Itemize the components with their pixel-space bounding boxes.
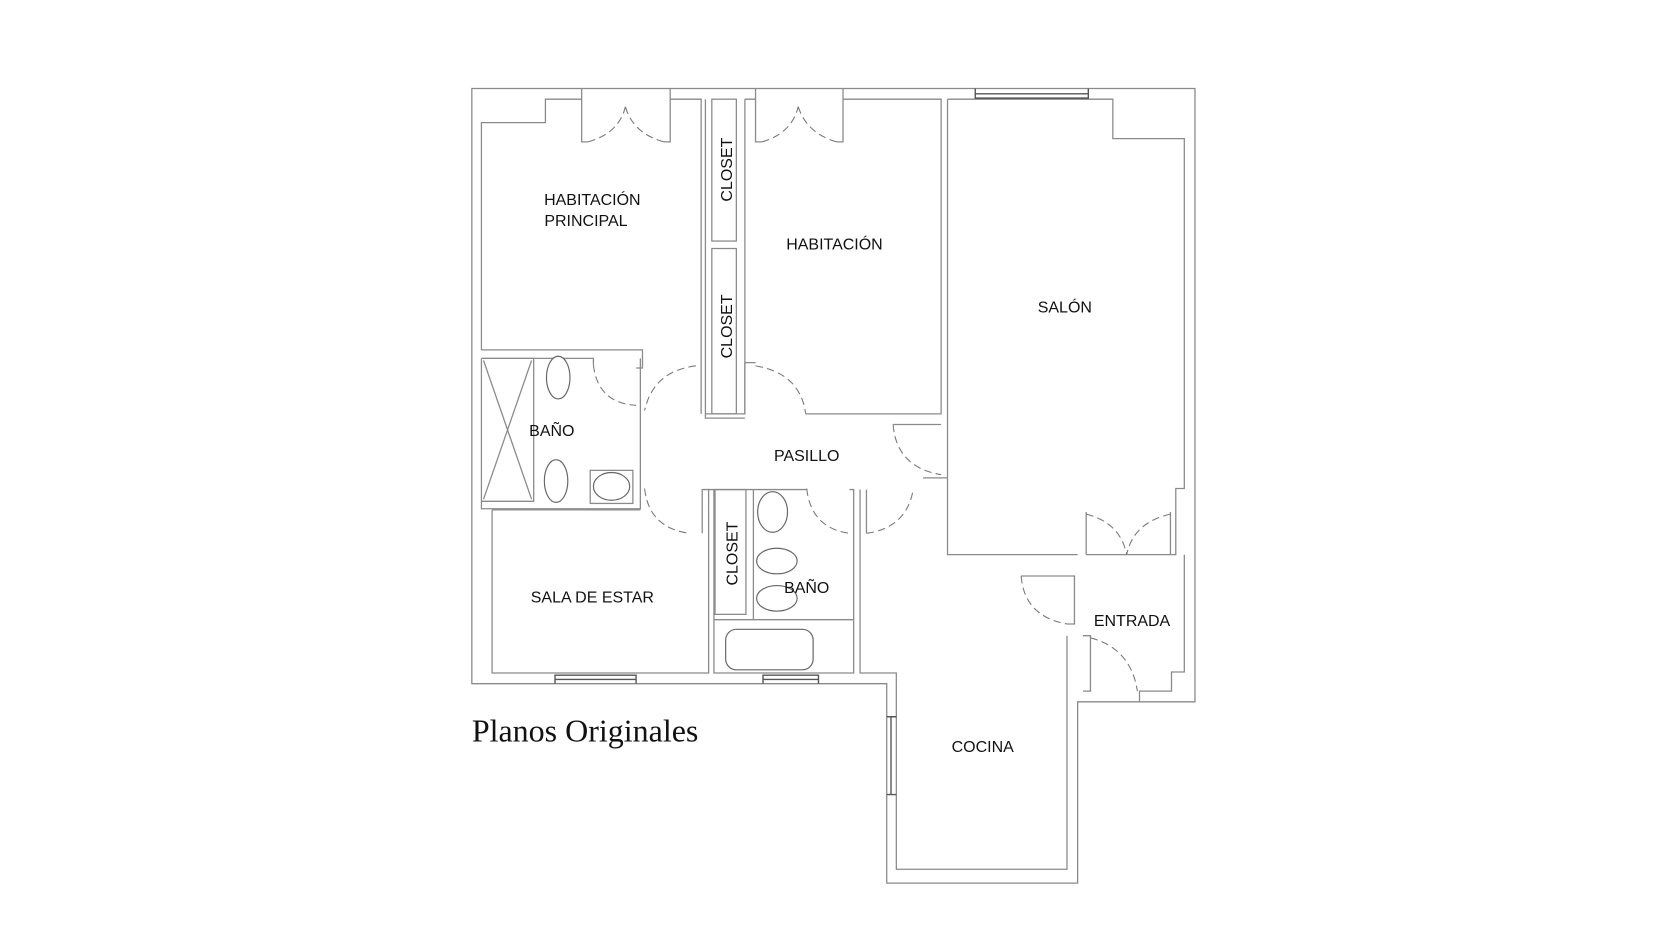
closet-wall bbox=[704, 99, 746, 419]
sink-counter bbox=[589, 469, 634, 505]
door-arc-bath-2 bbox=[806, 488, 850, 534]
bathtub-icon bbox=[725, 628, 814, 671]
room-label-bedroom: HABITACIÓN bbox=[786, 235, 883, 254]
toilet-icon bbox=[756, 547, 798, 575]
room-label-closet-3: CLOSET bbox=[724, 521, 741, 585]
salon-window bbox=[974, 88, 1090, 99]
wall-bedroom-window bbox=[754, 88, 844, 143]
bath-window bbox=[762, 674, 820, 684]
door-arc-master bbox=[587, 106, 664, 143]
room-label-master-bedroom-2: PRINCIPAL bbox=[544, 213, 627, 230]
plan-title: Planos Originales bbox=[472, 712, 699, 748]
wall-bath-2 bbox=[708, 488, 897, 684]
door-arc-sitting bbox=[644, 488, 690, 534]
shower bbox=[481, 357, 535, 502]
wall-master-bedroom bbox=[480, 98, 702, 414]
room-label-salon: SALÓN bbox=[1038, 298, 1092, 317]
door-arc-entrance bbox=[1086, 513, 1171, 692]
room-label-kitchen: COCINA bbox=[952, 739, 1015, 756]
door-arc-bedroom bbox=[761, 106, 837, 143]
door-arc-bath-1 bbox=[592, 364, 637, 406]
bidet-icon bbox=[543, 459, 569, 503]
room-label-closet-2: CLOSET bbox=[719, 294, 736, 358]
sink-icon bbox=[592, 471, 631, 501]
wall-entrance bbox=[1082, 511, 1185, 702]
wall-master-window bbox=[581, 88, 671, 143]
sink-icon bbox=[757, 491, 789, 533]
wall-salon bbox=[893, 98, 1185, 556]
bidet-icon bbox=[756, 584, 798, 612]
kitchen-window bbox=[886, 716, 897, 796]
door-arc-salon bbox=[892, 424, 942, 476]
sitting-window bbox=[554, 674, 637, 684]
door-arc-kitchen-entrance bbox=[1020, 575, 1068, 625]
door-arc-kitchen bbox=[866, 488, 914, 534]
room-label-closet-1: CLOSET bbox=[719, 137, 736, 201]
room-label-hallway: PASILLO bbox=[774, 448, 839, 465]
room-label-entrance: ENTRADA bbox=[1094, 613, 1171, 630]
room-label-bath-1: BAÑO bbox=[529, 420, 574, 440]
closet-1-box bbox=[711, 98, 737, 242]
door-arc-bedroom-hall bbox=[755, 365, 807, 414]
room-label-master-bedroom: HABITACIÓN bbox=[544, 190, 641, 209]
toilet-icon bbox=[545, 355, 571, 400]
outer-wall bbox=[471, 87, 1196, 884]
room-label-bath-2: BAÑO bbox=[784, 577, 829, 597]
wall-bedroom bbox=[744, 98, 942, 415]
wall-kitchen bbox=[895, 575, 1076, 870]
door-arc-closet bbox=[644, 365, 696, 411]
wall-sitting-room bbox=[491, 488, 710, 674]
room-label-sitting-room: SALA DE ESTAR bbox=[531, 590, 654, 607]
